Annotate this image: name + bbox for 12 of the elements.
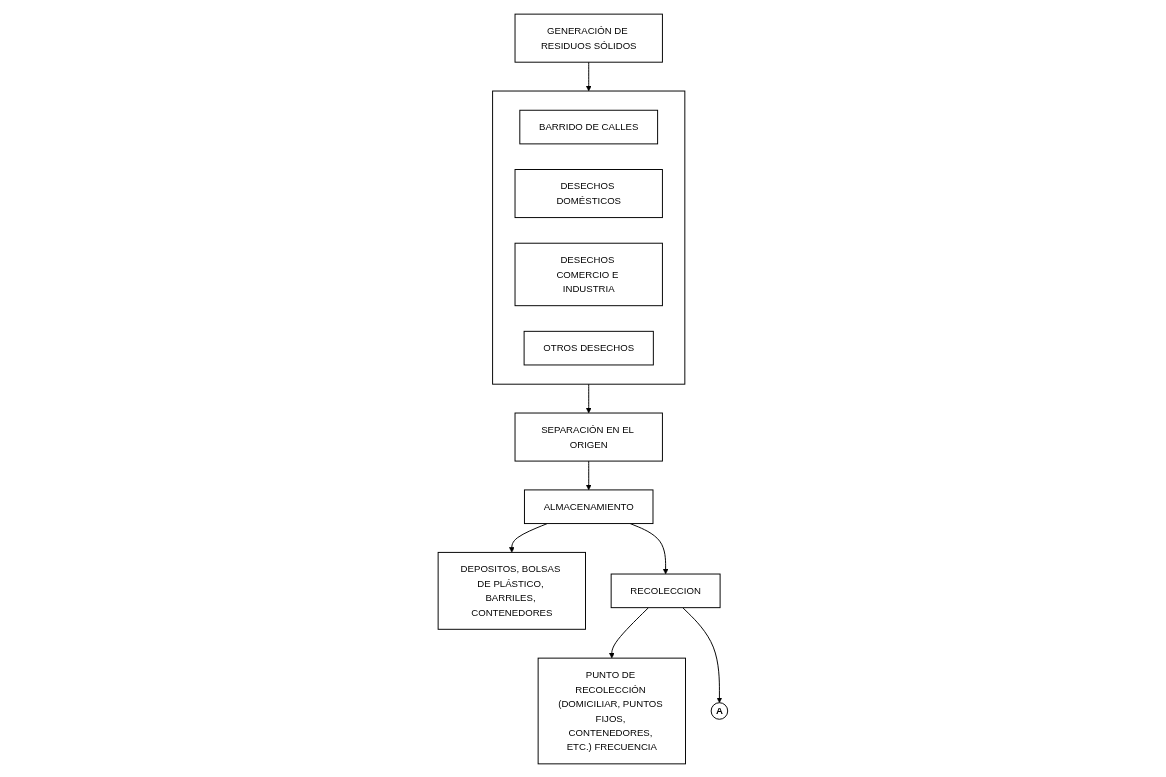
node-box: ALMACENAMIENTO <box>524 488 654 524</box>
node-circle: A <box>710 701 729 720</box>
node-box: DEPOSITOS, BOLSAS DE PLÁSTICO, BARRILES, CONTENEDORES <box>437 551 587 630</box>
node-box: SEPARACIÓN EN EL ORIGEN <box>514 412 663 462</box>
node-box: GENERACIÓN DE RESIDUOS SÓLIDOS <box>514 13 663 63</box>
node-box: RECOLECCION <box>610 573 721 608</box>
node-box: DESECHOS COMERCIO E INDUSTRIA <box>514 242 663 306</box>
node-box: OTROS DESECHOS <box>523 330 654 365</box>
node-box: BARRIDO DE CALLES <box>519 109 659 144</box>
node-box: PUNTO DE RECOLECCIÓN (DOMICILIAR, PUNTOS FIJOS, CONTENEDORES, ETC.) FRECUENCIA <box>537 657 687 764</box>
cluster <box>492 90 686 385</box>
node-box: DESECHOS DOMÉSTICOS <box>514 168 663 218</box>
